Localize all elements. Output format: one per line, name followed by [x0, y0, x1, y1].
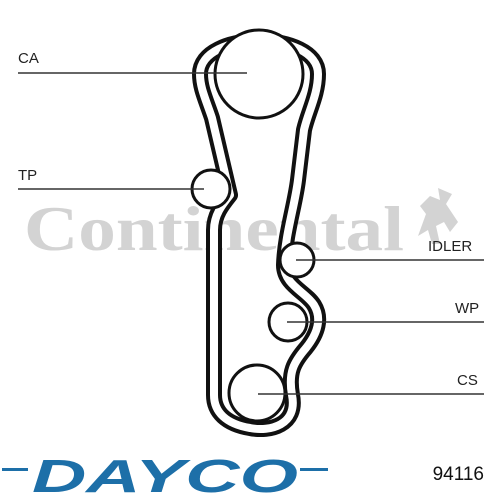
label-cs: CS — [457, 372, 478, 389]
label-tp: TP — [18, 167, 38, 184]
dayco-logo: DAYCO — [2, 450, 328, 500]
label-idler: IDLER — [428, 238, 473, 255]
timing-belt — [192, 33, 327, 437]
pulley-cs — [227, 363, 287, 423]
pulley-ca — [213, 28, 305, 120]
part-number: 94116 — [432, 464, 484, 485]
horse-logo-icon — [418, 188, 458, 244]
label-wp: WP — [455, 300, 480, 317]
dayco-logo-text: DAYCO — [32, 450, 298, 500]
label-ca: CA — [18, 50, 39, 67]
